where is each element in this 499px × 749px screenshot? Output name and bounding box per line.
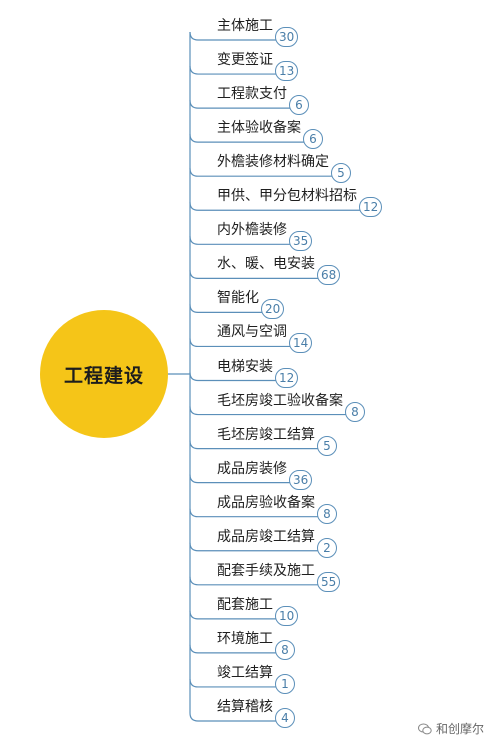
branch-label: 竣工结算 — [217, 664, 273, 681]
count-badge: 6 — [289, 95, 309, 116]
branch-label: 成品房装修 — [217, 460, 287, 477]
branch-label: 外檐装修材料确定 — [217, 154, 329, 171]
count-badge: 6 — [303, 129, 323, 150]
count-badge: 5 — [331, 163, 351, 184]
count-badge: 2 — [317, 537, 337, 558]
count-badge: 8 — [317, 503, 337, 524]
branch-label: 水、暖、电安装 — [217, 256, 315, 273]
count-badge: 20 — [261, 299, 285, 320]
branch-label: 通风与空调 — [217, 324, 287, 341]
watermark: 和创摩尔 — [418, 720, 484, 737]
count-badge: 1 — [275, 673, 295, 694]
root-node: 工程建设 — [40, 310, 168, 438]
count-badge: 8 — [345, 401, 365, 422]
branch-label: 毛坯房竣工验收备案 — [217, 392, 343, 409]
watermark-text: 和创摩尔 — [436, 722, 485, 736]
branch-label: 结算稽核 — [217, 699, 273, 715]
count-badge: 12 — [359, 197, 383, 218]
count-badge: 35 — [289, 231, 313, 252]
branch-label: 成品房竣工结算 — [217, 528, 315, 545]
branch-label: 主体施工 — [217, 18, 273, 34]
count-badge: 55 — [317, 571, 341, 592]
count-badge: 30 — [275, 27, 299, 47]
count-badge: 4 — [275, 708, 295, 728]
count-badge: 13 — [275, 61, 299, 82]
count-badge: 8 — [275, 639, 295, 660]
branch-label: 毛坯房竣工结算 — [217, 426, 315, 443]
wechat-icon — [418, 723, 432, 734]
branch-label: 智能化 — [217, 290, 259, 307]
count-badge: 10 — [275, 605, 299, 626]
branch-label: 工程款支付 — [217, 86, 287, 103]
branch-label: 配套手续及施工 — [217, 562, 315, 579]
branch-label: 主体验收备案 — [217, 120, 301, 137]
branch-label: 变更签证 — [217, 52, 273, 69]
branch-connector — [189, 712, 283, 722]
branch-label: 内外檐装修 — [217, 222, 287, 239]
count-badge: 68 — [317, 265, 341, 286]
branch-label: 配套施工 — [217, 596, 273, 613]
count-badge: 12 — [275, 367, 299, 388]
count-badge: 36 — [289, 469, 313, 490]
branch-label: 电梯安装 — [217, 358, 273, 375]
branch-label: 成品房验收备案 — [217, 494, 315, 511]
count-badge: 14 — [289, 333, 313, 354]
count-badge: 5 — [317, 435, 337, 456]
root-label: 工程建设 — [63, 364, 144, 387]
branch-label: 甲供、甲分包材料招标 — [217, 188, 357, 205]
branch-label: 环境施工 — [217, 630, 273, 647]
